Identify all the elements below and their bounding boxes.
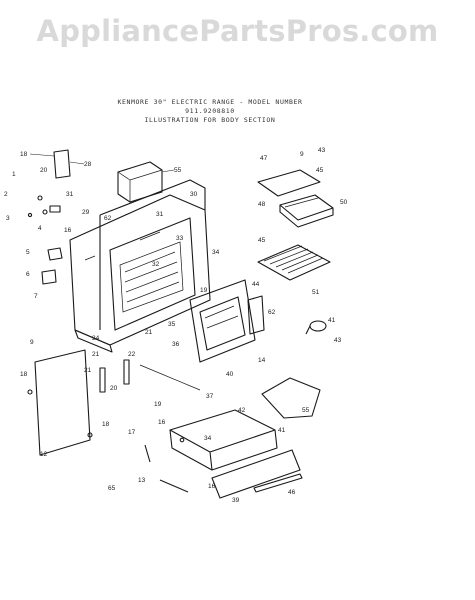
callout-label: 28 [84,161,92,168]
callout-label: 18 [102,421,110,428]
drawer-front [211,449,303,499]
callout-label: 22 [128,351,136,358]
callout-label: 45 [316,167,324,174]
callout-label: 50 [340,199,348,206]
callout-label: 1 [12,171,16,178]
callout-label: 9 [30,339,34,346]
callout-label: 33 [176,235,184,242]
callout-label: 31 [66,191,74,198]
callout-label: 34 [212,249,220,256]
callout-label: 13 [138,477,146,484]
callout-label: 34 [204,435,212,442]
insulation-pad [261,377,321,419]
callout-label: 9 [300,151,304,158]
callout-label: 44 [252,281,260,288]
callout-label: 35 [168,321,176,328]
callout-label: 24 [92,335,100,342]
diagram-title: KENMORE 30" ELECTRIC RANGE - MODEL NUMBE… [117,98,303,106]
callout-label: 47 [260,155,268,162]
callout-label: 16 [64,227,72,234]
broiler-pan [257,169,334,228]
callout-label: 48 [258,201,266,208]
callout-label: 5 [26,249,30,256]
callout-label: 36 [172,341,180,348]
callout-label: 51 [312,289,320,296]
callout-label: 55 [302,407,310,414]
callout-label: 16 [158,419,166,426]
oven-rack [257,244,331,281]
callout-label: 21 [145,329,153,336]
door-hinges [99,359,201,393]
callout-label: 62 [268,309,276,316]
storage-drawer [169,409,278,471]
callout-label: 21 [84,367,92,374]
callout-label: 55 [174,167,182,174]
callout-label: 17 [128,429,136,436]
callout-label: 18 [20,151,28,158]
vent-box [117,161,163,203]
callout-label: 19 [200,287,208,294]
knob [305,320,327,335]
callout-label: 65 [108,485,116,492]
callout-label: 40 [226,371,234,378]
bracket-part [53,149,71,179]
callout-label: 30 [190,191,198,198]
callout-label: 43 [318,147,326,154]
callout-label: 29 [82,209,90,216]
callout-label: 14 [258,357,266,364]
callout-label: 3 [6,215,10,222]
small-hardware [27,195,63,285]
callout-label: 16 [208,483,216,490]
watermark-text: AppliancePartsPros.com [36,14,439,48]
callout-label: 21 [92,351,100,358]
callout-label: 19 [154,401,162,408]
callout-label: 42 [238,407,246,414]
callout-label: 46 [288,489,296,496]
callout-label: 62 [104,215,112,222]
callout-label: 18 [20,371,28,378]
callout-labels: 18 28 55 30 47 9 43 45 1 20 31 48 50 2 2… [4,147,348,504]
callout-label: 6 [26,271,30,278]
model-number: 911.9208810 [185,107,235,115]
drawer-hardware [144,437,189,493]
callout-label: 43 [334,337,342,344]
callout-label: 31 [156,211,164,218]
callout-label: 2 [4,191,8,198]
callout-label: 39 [232,497,240,504]
callout-label: 12 [40,451,48,458]
callout-label: 45 [258,237,266,244]
callout-label: 20 [110,385,118,392]
oven-body [69,179,211,353]
callout-label: 32 [152,261,160,268]
callout-label: 41 [328,317,336,324]
callout-label: 37 [206,393,214,400]
oven-door [189,279,265,363]
callout-label: 41 [278,427,286,434]
callout-label: 7 [34,293,38,300]
side-panel [27,349,93,456]
callout-label: 20 [40,167,48,174]
callout-label: 4 [38,225,42,232]
diagram-subtitle: ILLUSTRATION FOR BODY SECTION [144,116,276,124]
